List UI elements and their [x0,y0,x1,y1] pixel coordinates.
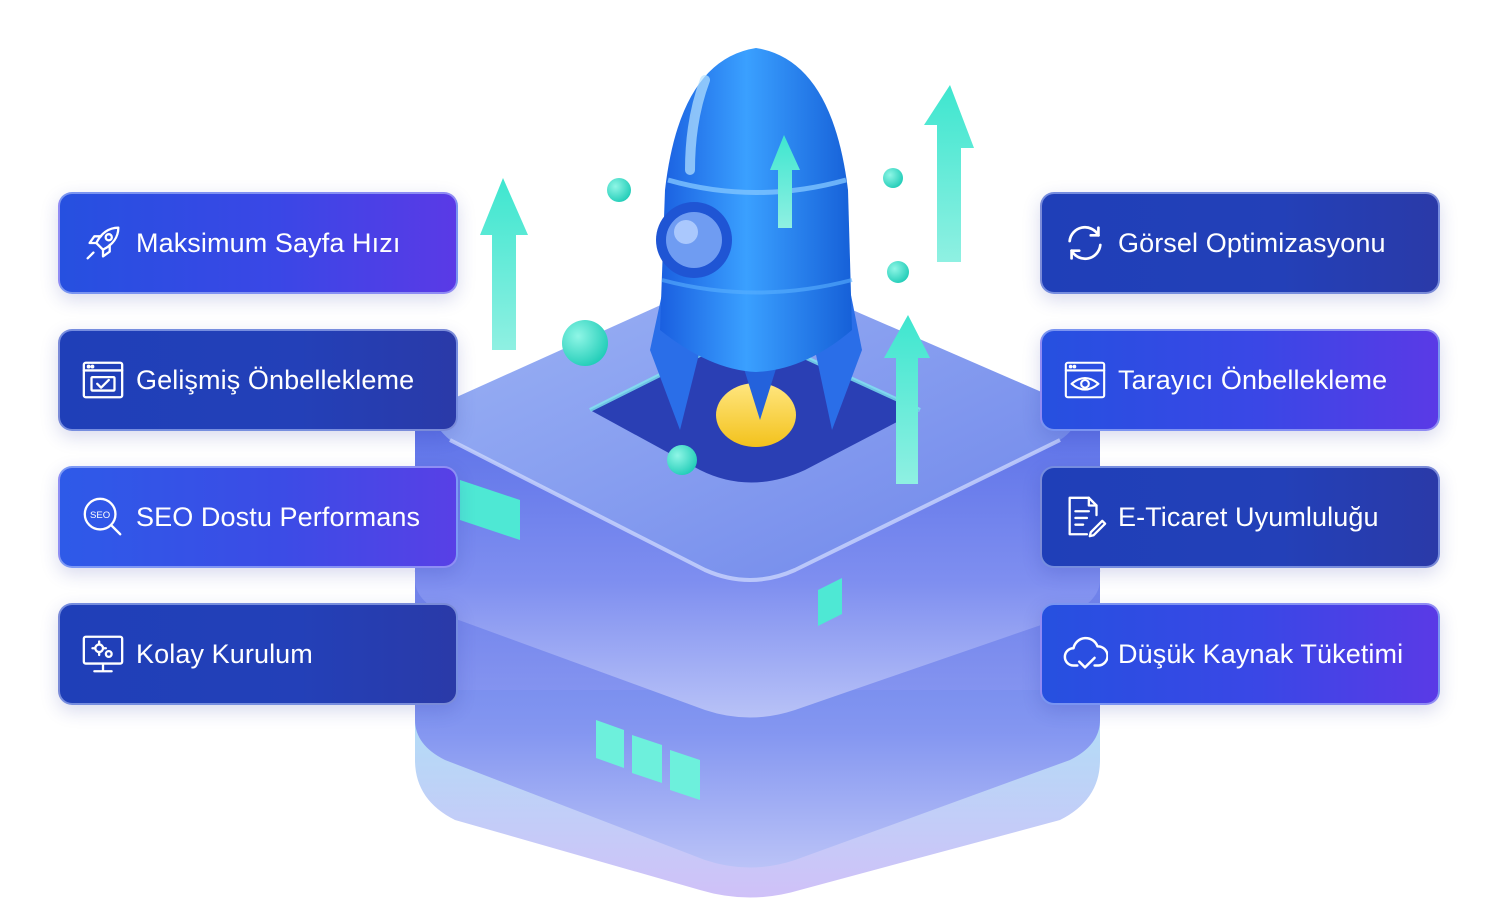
feature-card-image-optimization: Görsel Optimizasyonu [1040,192,1440,294]
feature-label: Kolay Kurulum [136,638,313,669]
floating-sphere [562,320,608,366]
feature-label: Maksimum Sayfa Hızı [136,227,401,258]
floating-sphere [607,178,631,202]
growth-arrow [770,135,800,228]
feature-label: SEO Dostu Performans [136,501,421,532]
feature-label: Gelişmiş Önbellekleme [136,364,415,395]
browser-check-icon [78,355,128,405]
feature-label: Düşük Kaynak Tüketimi [1118,638,1404,669]
growth-arrow [480,178,528,350]
status-light [596,720,624,768]
status-light [818,578,842,626]
floating-sphere [667,445,697,475]
growth-arrow [884,315,930,484]
growth-arrow [924,85,974,262]
status-light [632,735,662,783]
feature-card-low-resource: Düşük Kaynak Tüketimi [1040,603,1440,705]
feature-card-browser-caching: Tarayıcı Önbellekleme [1040,329,1440,431]
floating-sphere [883,168,903,188]
feature-label: E-Ticaret Uyumluluğu [1118,501,1379,532]
status-light [670,750,700,800]
feature-card-easy-setup: Kolay Kurulum [58,603,458,705]
feature-label: Görsel Optimizasyonu [1118,227,1386,258]
floating-sphere [887,261,909,283]
monitor-gears-icon [78,629,128,679]
cloud-check-icon [1060,629,1110,679]
rocket-icon [78,218,128,268]
feature-label: Tarayıcı Önbellekleme [1118,364,1388,395]
feature-card-ecommerce: E-Ticaret Uyumluluğu [1040,466,1440,568]
feature-card-page-speed: Maksimum Sayfa Hızı [58,192,458,294]
refresh-icon [1060,218,1110,268]
browser-eye-icon [1060,355,1110,405]
seo-badge-text: SEO [90,510,110,521]
feature-card-seo-performance: SEO SEO Dostu Performans [58,466,458,568]
seo-search-icon: SEO [78,492,128,542]
feature-card-advanced-caching: Gelişmiş Önbellekleme [58,329,458,431]
document-edit-icon [1060,492,1110,542]
rocket [650,48,862,447]
status-light [460,480,520,540]
